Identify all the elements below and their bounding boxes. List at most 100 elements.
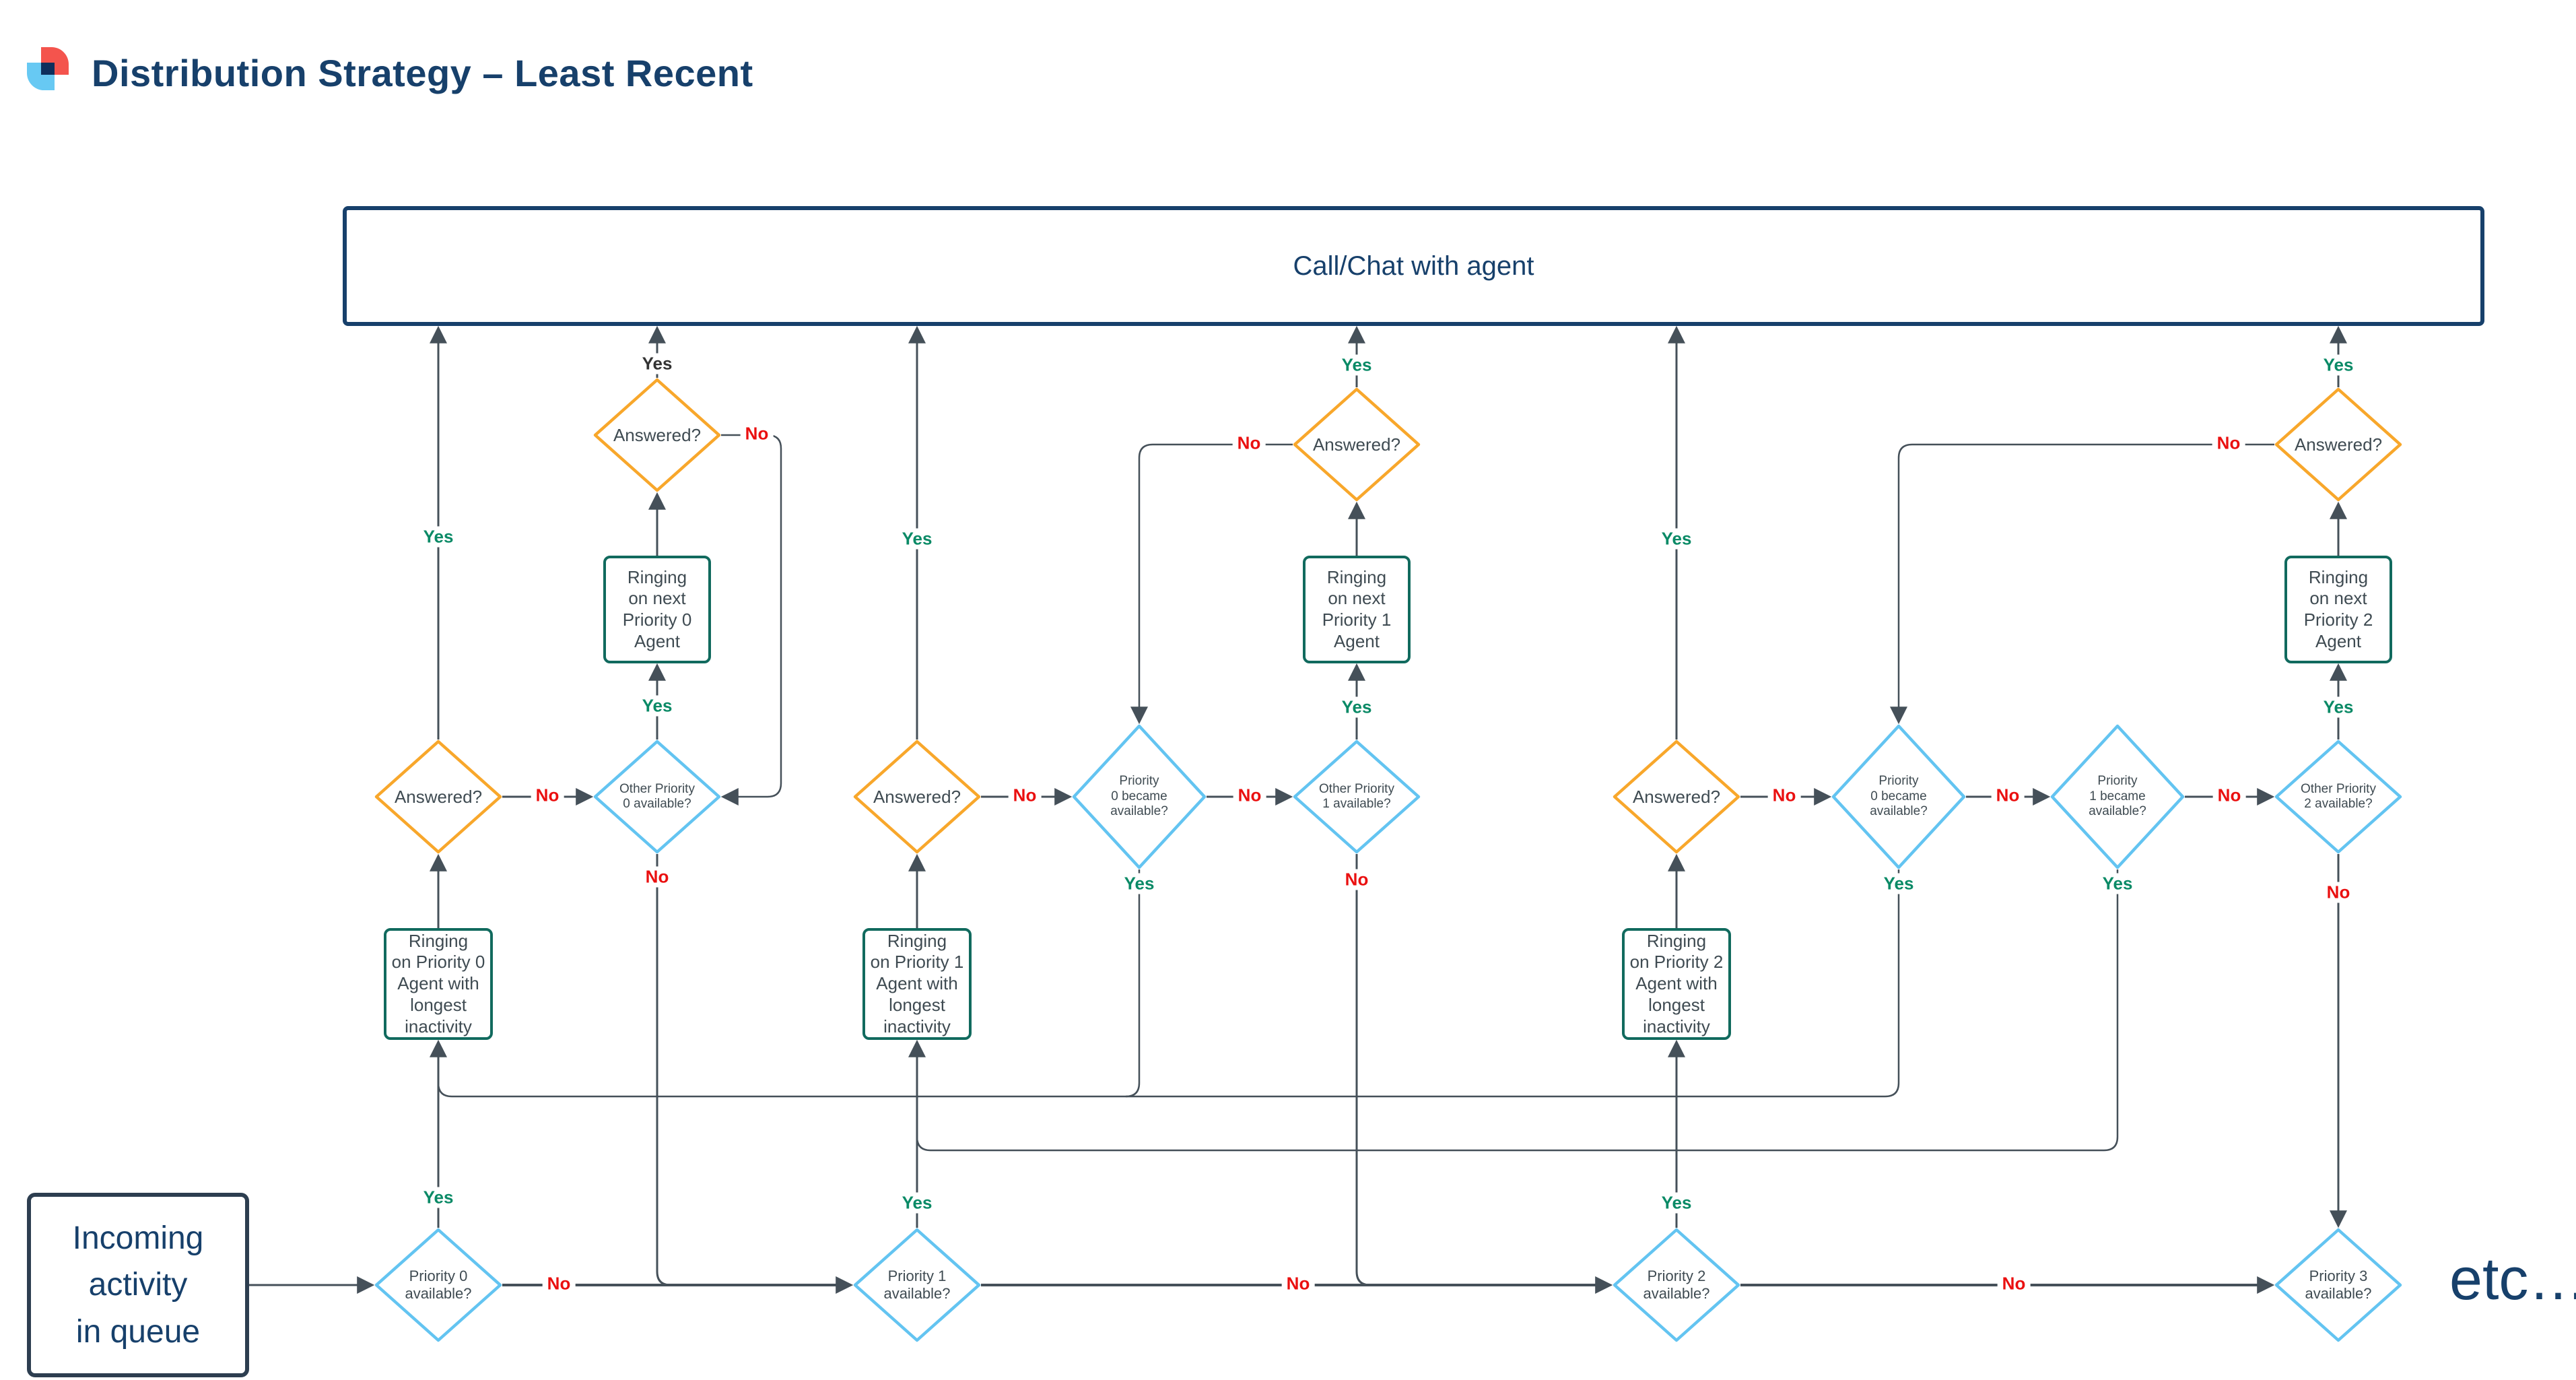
node-text-line: Ringing [408, 930, 469, 951]
edge-label-yes: Yes [637, 353, 677, 374]
node-text-line: Answered? [613, 424, 702, 445]
node-text-line: Ringing [2308, 566, 2369, 587]
edge-label-yes: Yes [897, 1192, 937, 1214]
node-text-line: Priority 2 [1647, 1268, 1706, 1285]
node-text-line: Priority 0 [409, 1268, 468, 1285]
brand-logo-icon [27, 47, 70, 90]
node-text-line: Agent with [397, 973, 479, 994]
node-label: Answered? [395, 787, 482, 808]
node-label: Answered? [613, 425, 701, 446]
node-text-line: Other Priority [1319, 781, 1394, 796]
node-label: Answered? [1633, 787, 1720, 808]
diamond-shape [2274, 1228, 2402, 1342]
diamond-shape [374, 1228, 502, 1342]
node-text-line: Priority 2 [2303, 610, 2373, 630]
node-text-line: Other Priority [2301, 781, 2376, 796]
node-text-line: on Priority 1 [870, 952, 964, 973]
diamond-shape [853, 740, 981, 854]
diamond-shape [2050, 724, 2185, 869]
diamond-shape [593, 378, 721, 492]
edge-label-no: No [1281, 1273, 1315, 1294]
node-text-line: Priority 0 [622, 610, 692, 630]
node-text-line: available? [405, 1285, 472, 1302]
node-text-line: Priority [1119, 774, 1159, 789]
node-incoming: Incoming activity in queue [27, 1193, 249, 1377]
node-text-line: inactivity [405, 1016, 472, 1037]
node-text-line: Answered? [2294, 434, 2383, 455]
edge-label-yes: Yes [1119, 873, 1159, 894]
node-text-line: Answered? [1632, 786, 1721, 807]
node-text-line: Ringing [1646, 930, 1707, 951]
edge-feedback-p1-line [916, 869, 2119, 1152]
node-text-line: Incoming [72, 1220, 204, 1256]
node-text-line: longest [410, 994, 467, 1015]
edge-label-yes: Yes [2097, 873, 2138, 894]
node-text-line: Ringing [887, 930, 947, 951]
node-text-line: in queue [75, 1313, 201, 1350]
edge-label-no: No [1340, 869, 1374, 890]
edge-label-yes: Yes [1656, 1192, 1697, 1214]
node-label: Answered? [2295, 434, 2382, 455]
node-text-line: on next [628, 588, 686, 609]
node-text-line: Agent [1334, 630, 1380, 651]
edge-other-p0-no-merge [656, 854, 671, 1286]
edge-label-no: No [2212, 785, 2246, 806]
node-text-line: available? [883, 1285, 951, 1302]
diamond-shape [1293, 740, 1421, 854]
edge-label-no: No [640, 866, 674, 888]
node-text-line: available? [2305, 1285, 2372, 1302]
node-text-line: Priority 1 [887, 1268, 947, 1285]
node-text-line: 0 became [1870, 789, 1927, 803]
diamond-shape [2274, 740, 2402, 854]
edge-label-no: No [1997, 1273, 2031, 1294]
edge-label-yes: Yes [1336, 696, 1377, 718]
node-text-line: Priority 1 [1322, 610, 1392, 630]
node-text-line: Call/Chat with agent [1293, 251, 1534, 281]
node-text-line: longest [889, 994, 945, 1015]
edge-label-yes: Yes [1878, 873, 1919, 894]
node-text-line: on next [2309, 588, 2367, 609]
edge-label-yes: Yes [1656, 528, 1697, 550]
edge-label-no: No [1991, 785, 2025, 806]
node-text-line: Answered? [1312, 434, 1401, 455]
node-text-line: Priority [1878, 774, 1919, 789]
edge-label-no: No [531, 785, 564, 806]
edge-answered-top-p1-no [1130, 443, 1293, 725]
edge-feedback-p0-join-g2 [1125, 869, 1141, 1098]
node-text-line: on Priority 2 [1629, 952, 1724, 973]
node-text-line: Ringing [1326, 566, 1387, 587]
node-text-line: Ringing [627, 566, 687, 587]
node-ans-top-p1: Answered? [1293, 387, 1421, 502]
diamond-shape [2274, 387, 2402, 502]
diamond-shape [1072, 724, 1207, 869]
node-text-line: Other Priority [619, 781, 695, 796]
node-ans-top-p0: Answered? [593, 378, 721, 492]
diamond-shape [853, 1228, 981, 1342]
node-text-line: Agent with [1635, 973, 1718, 994]
node-text-line: activity [88, 1267, 188, 1303]
node-ans-mid-p0: Answered? [374, 740, 502, 854]
edge-label-yes: Yes [418, 526, 459, 548]
node-ans-mid-p2: Answered? [1613, 740, 1740, 854]
diamond-shape [593, 740, 721, 854]
edge-answered-top-p2-no [1890, 443, 2274, 725]
node-text-line: available? [1643, 1285, 1710, 1302]
node-text-line: available? [1110, 804, 1168, 819]
node-text-line: longest [1648, 994, 1705, 1015]
